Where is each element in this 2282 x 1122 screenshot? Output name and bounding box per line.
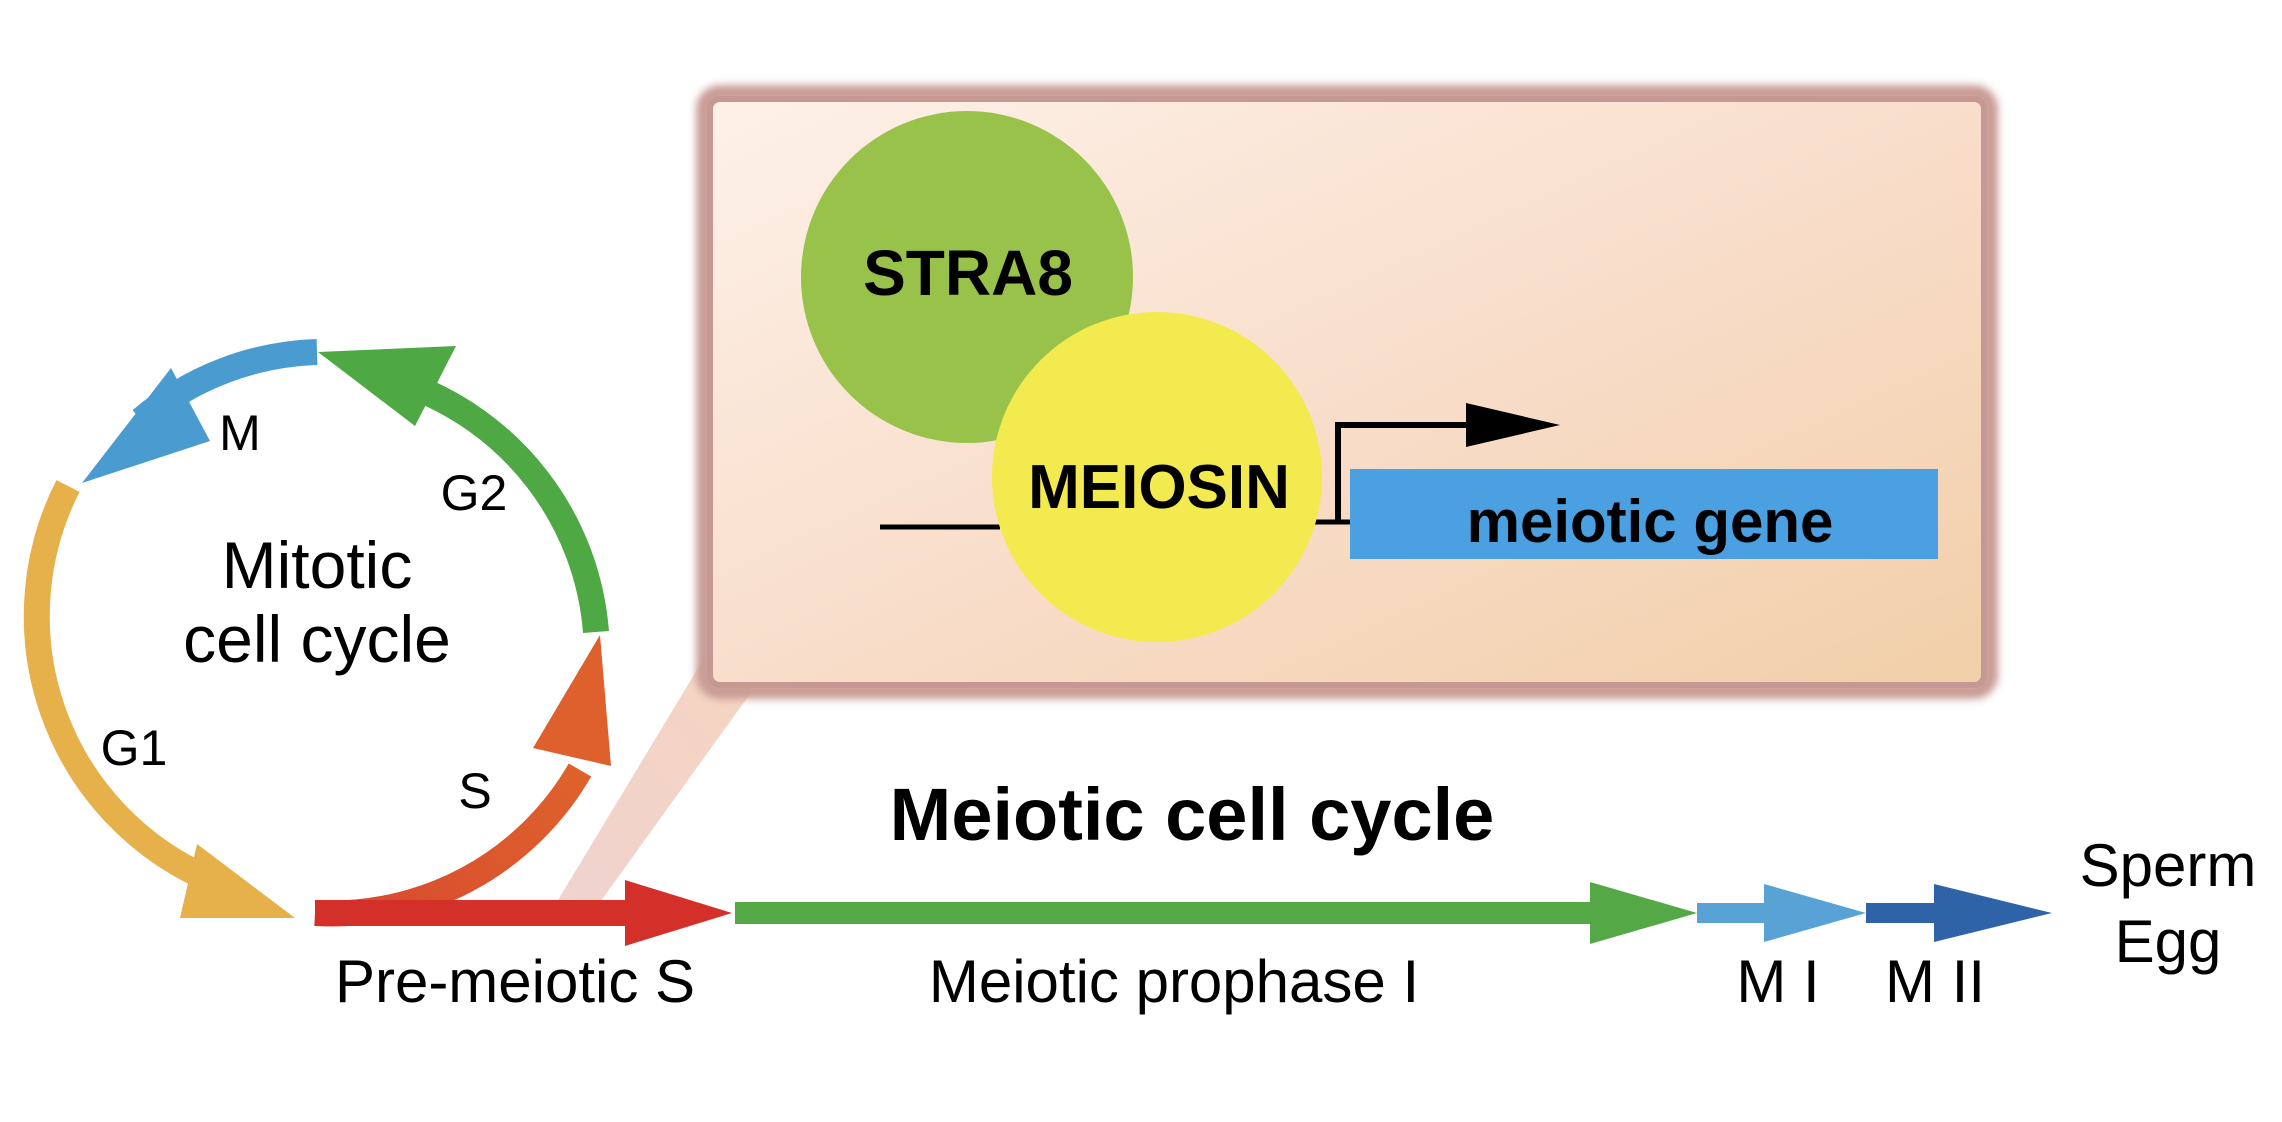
g2-phase-arrowhead-icon bbox=[318, 346, 456, 426]
mitotic-title-line1: Mitotic bbox=[222, 528, 413, 602]
meiotic-gene-box bbox=[1350, 469, 1938, 559]
phase-label-g2: G2 bbox=[441, 465, 508, 521]
phase-label-g1: G1 bbox=[101, 720, 168, 776]
zoom-cone bbox=[555, 640, 760, 905]
m2-arrow bbox=[1866, 884, 2052, 942]
s-phase-arc bbox=[314, 763, 592, 927]
g1-phase-arc bbox=[23, 480, 210, 889]
stage-label-prophase: Meiotic prophase I bbox=[929, 948, 1419, 1015]
m1-arrow bbox=[1697, 884, 1866, 942]
pre-meiotic-s-arrow bbox=[315, 880, 732, 946]
phase-label-s: S bbox=[458, 763, 491, 819]
g1-phase-arrowhead-icon bbox=[180, 844, 295, 918]
meiotic-gene-label: meiotic gene bbox=[1467, 488, 1834, 555]
stra8-label: STRA8 bbox=[863, 237, 1073, 309]
meiosin-label: MEIOSIN bbox=[1028, 453, 1290, 522]
m-phase-arrowhead-icon bbox=[82, 368, 210, 483]
mitotic-title-line2: cell cycle bbox=[183, 602, 451, 676]
stage-label-pre-meiotic-s: Pre-meiotic S bbox=[335, 948, 695, 1015]
phase-label-m: M bbox=[219, 405, 261, 461]
meiosin-circle bbox=[992, 312, 1322, 642]
g2-phase-arc bbox=[401, 371, 609, 634]
stage-label-m1: M I bbox=[1736, 948, 1819, 1015]
meiotic-cycle-title: Meiotic cell cycle bbox=[890, 773, 1495, 856]
promoter-arrow-icon bbox=[1335, 403, 1560, 522]
outcome-label-sperm: Sperm bbox=[2080, 832, 2257, 899]
s-phase-arrowhead-icon bbox=[533, 635, 611, 766]
stage-label-m2: M II bbox=[1885, 948, 1985, 1015]
prophase-arrow bbox=[735, 882, 1697, 944]
outcome-label-egg: Egg bbox=[2115, 908, 2222, 975]
